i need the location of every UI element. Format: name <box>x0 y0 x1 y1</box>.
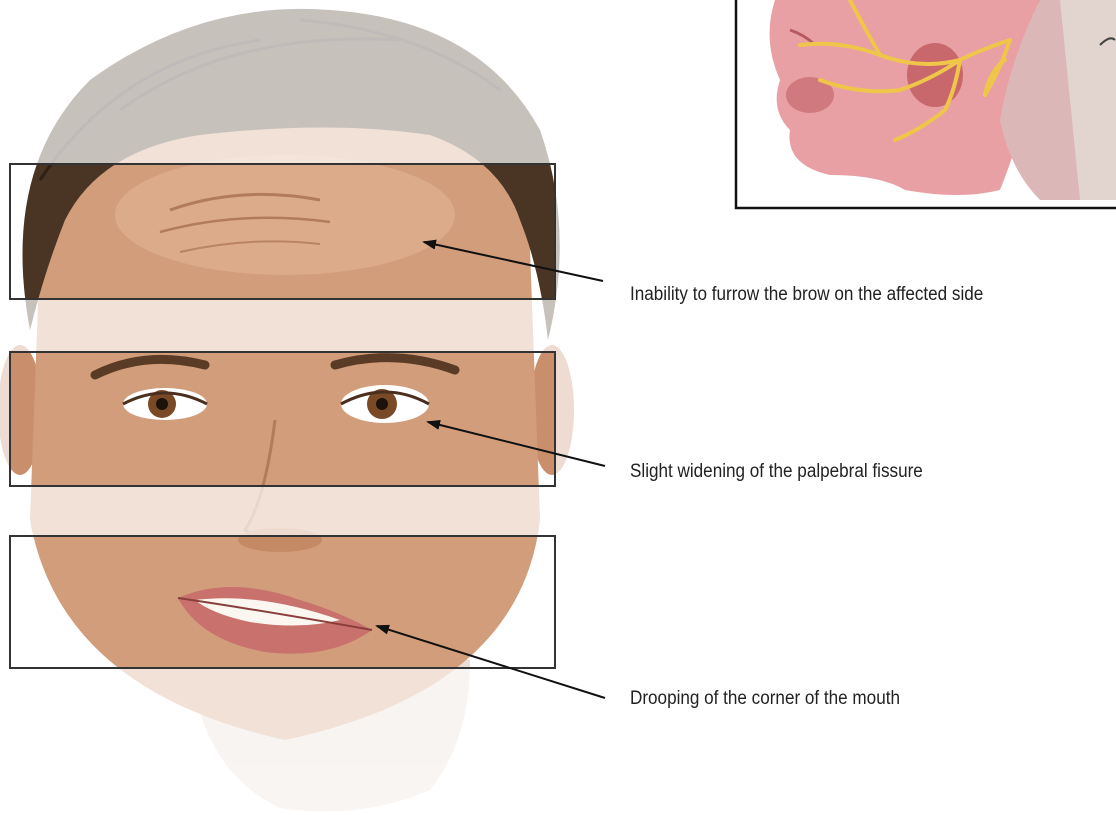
eye-annotation-label: Slight widening of the palpebral fissure <box>630 461 923 483</box>
facial-nerve-anatomy-inset <box>736 0 1116 208</box>
mouth-annotation-label: Drooping of the corner of the mouth <box>630 688 900 710</box>
brow-annotation-label: Inability to furrow the brow on the affe… <box>630 284 983 306</box>
